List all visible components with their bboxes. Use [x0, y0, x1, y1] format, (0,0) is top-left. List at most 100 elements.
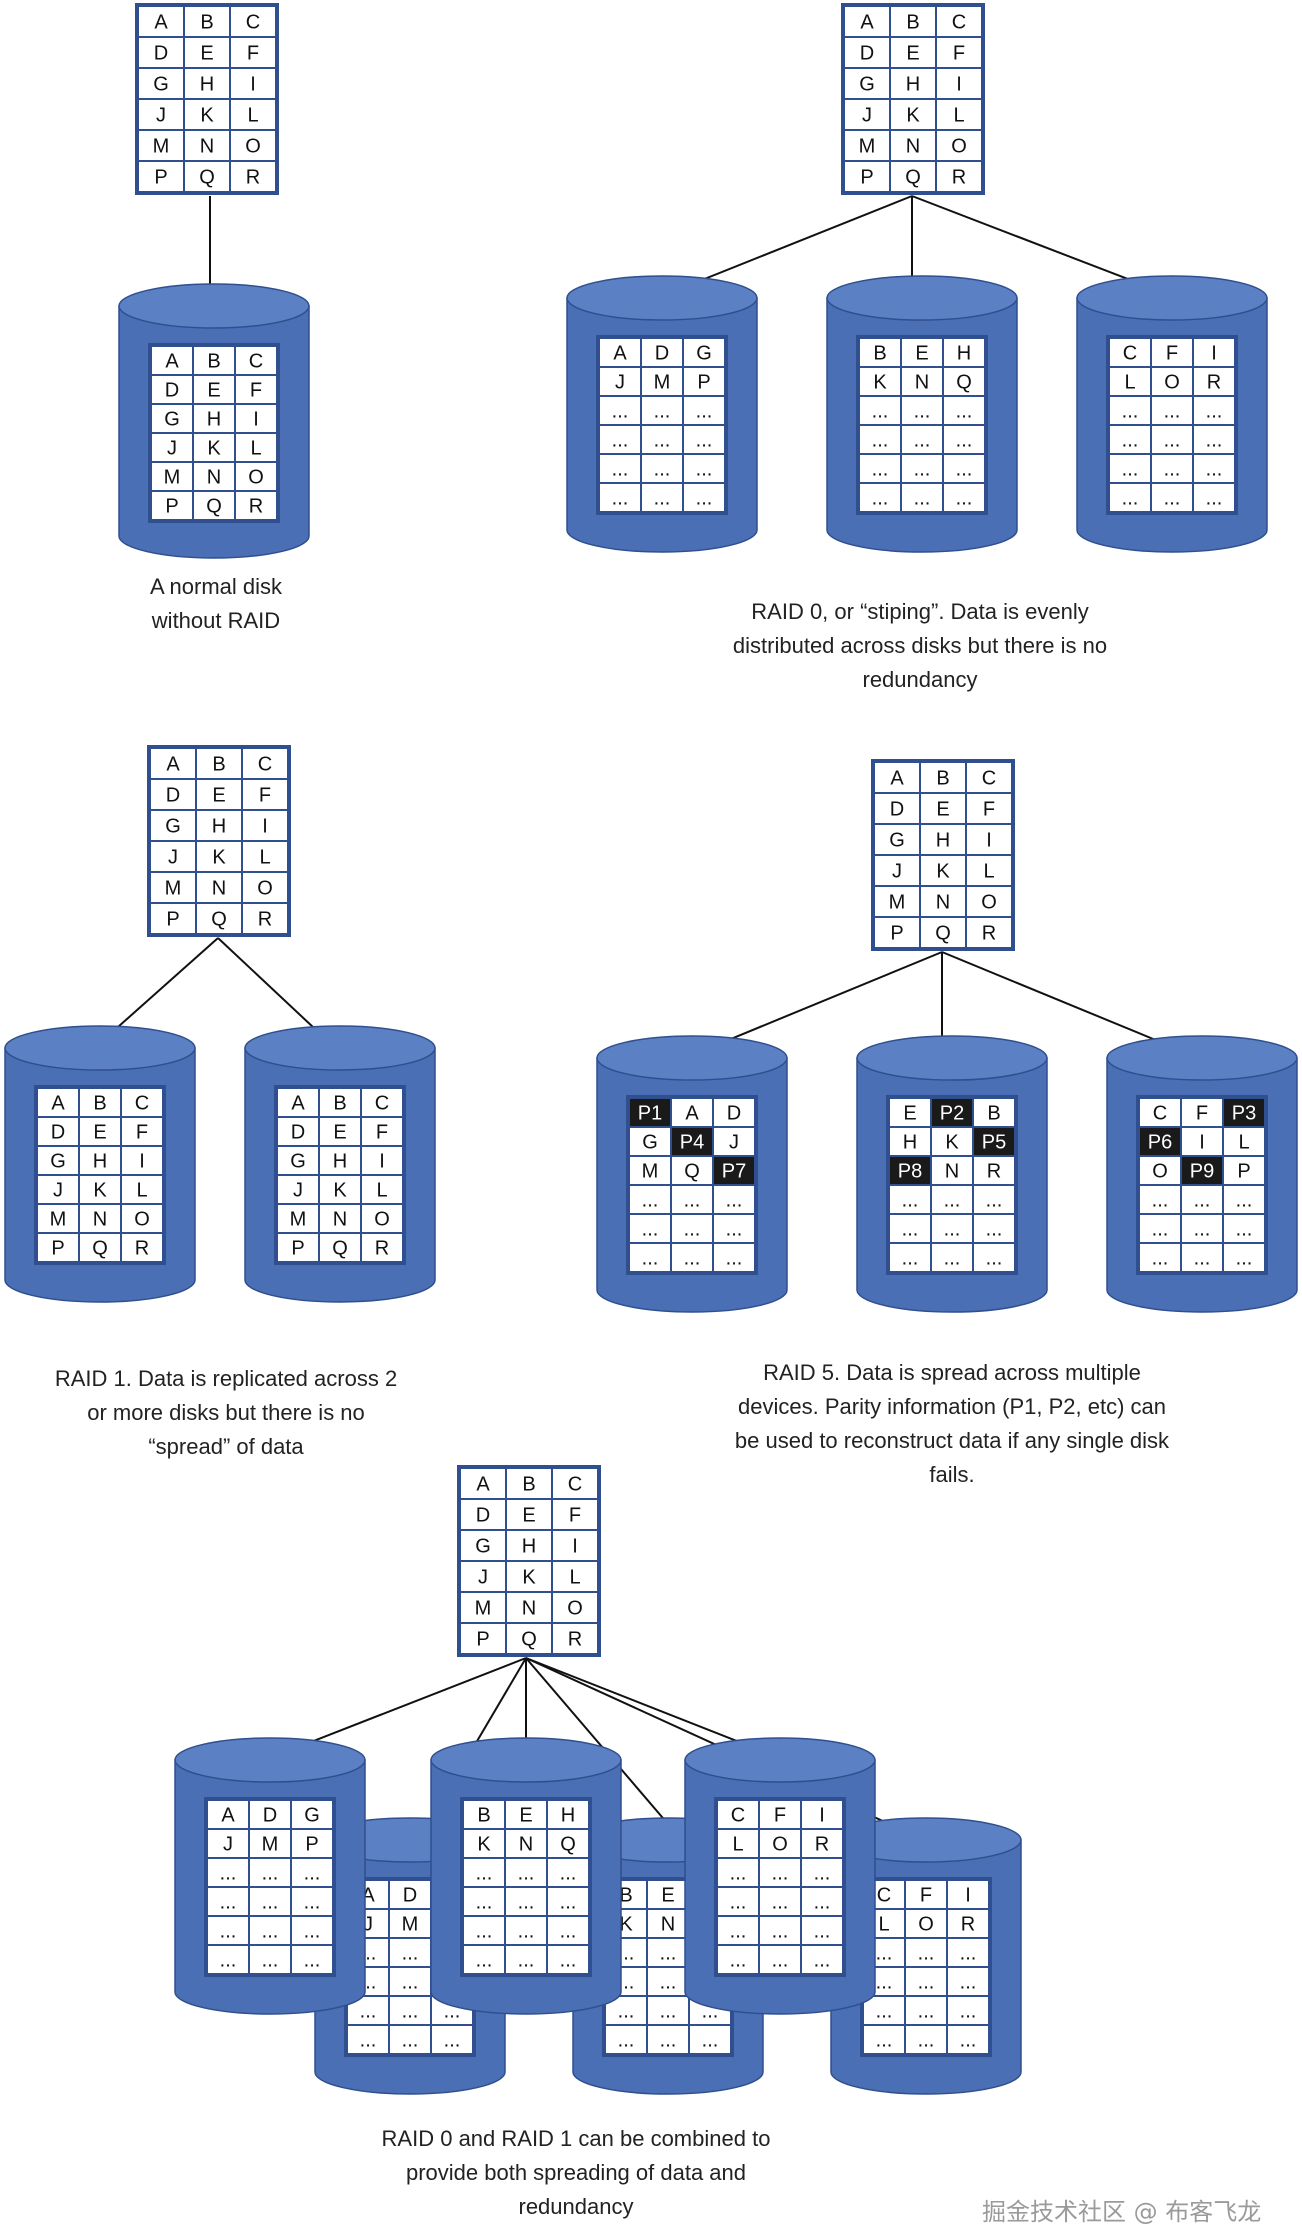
cell-label: D [890, 799, 904, 821]
cell-label: M [262, 1834, 279, 1856]
data-cell [906, 1968, 946, 1995]
cell-label: R [1207, 372, 1221, 394]
data-cell [845, 7, 889, 36]
cell-label: ... [1152, 1219, 1169, 1241]
cell-label: ... [1152, 1248, 1169, 1270]
cell-label: ... [914, 459, 931, 481]
cell-label: I [1211, 343, 1217, 365]
cell-label: ... [914, 430, 931, 452]
data-cell [1194, 455, 1234, 482]
cell-label: ... [444, 2030, 461, 2052]
cell-label: I [250, 74, 256, 96]
data-cell [197, 904, 241, 933]
cell-label: ... [476, 1892, 493, 1914]
cell-label: D [476, 1505, 490, 1527]
cell-label: J [862, 105, 872, 127]
data-cell [1110, 484, 1150, 511]
cell-label: E [915, 343, 928, 365]
cell-label: ... [986, 1248, 1003, 1270]
cell-label: ... [612, 459, 629, 481]
data-cell [320, 1118, 360, 1145]
cell-label: F [983, 799, 995, 821]
cell-label: P [476, 1629, 489, 1651]
cell-label: P [890, 923, 903, 945]
cell-label: ... [902, 1219, 919, 1241]
data-cell [932, 1157, 972, 1184]
cell-label: E [207, 380, 220, 402]
cell-label: N [333, 1209, 347, 1231]
cell-label: P [291, 1238, 304, 1260]
cell-label: R [249, 496, 263, 518]
cell-label: ... [642, 1219, 659, 1241]
data-cell [464, 1830, 504, 1857]
data-cell [139, 162, 183, 191]
cell-label: G [50, 1151, 66, 1173]
cell-label: M [475, 1598, 492, 1620]
data-cell [714, 1244, 754, 1271]
arrow-raid1-1 [99, 937, 219, 1044]
cell-label: B [906, 12, 919, 34]
cell-label: ... [876, 2001, 893, 2023]
data-cell [718, 1917, 758, 1944]
cell-label: ... [1164, 430, 1181, 452]
cell-label: K [333, 1180, 347, 1202]
cell-label: M [889, 892, 906, 914]
data-cell [553, 1593, 597, 1622]
arrow-raid5-3 [941, 951, 1193, 1057]
data-cell [1110, 368, 1150, 395]
cell-label: A [51, 1093, 65, 1115]
data-cell [875, 856, 919, 885]
cell-label: B [522, 1474, 535, 1496]
cell-label: O [918, 1914, 934, 1936]
data-cell [714, 1186, 754, 1213]
data-cell [278, 1205, 318, 1232]
data-cell [937, 69, 981, 98]
cell-label: ... [476, 1921, 493, 1943]
data-cell [860, 484, 900, 511]
data-cell [506, 1917, 546, 1944]
cell-label: ... [612, 488, 629, 510]
data-cell [461, 1562, 505, 1591]
data-cell [243, 811, 287, 840]
cell-label: A [613, 343, 627, 365]
data-cell [890, 1186, 930, 1213]
data-cell [231, 38, 275, 67]
cell-label: C [982, 768, 996, 790]
data-cell [461, 1500, 505, 1529]
data-cell [292, 1830, 332, 1857]
data-cell [506, 1830, 546, 1857]
data-cell [320, 1176, 360, 1203]
cell-label: R [246, 167, 260, 189]
cell-label: O [567, 1598, 583, 1620]
data-cell [948, 1968, 988, 1995]
data-cell [461, 1624, 505, 1653]
cell-label: ... [872, 430, 889, 452]
data-cell [122, 1176, 162, 1203]
data-cell [600, 426, 640, 453]
data-cell [122, 1234, 162, 1261]
cell-label: C [731, 1805, 745, 1827]
data-cell [390, 1997, 430, 2024]
data-cell [292, 1946, 332, 1973]
data-cell [236, 434, 276, 461]
cell-label: C [258, 754, 272, 776]
cell-label: ... [220, 1863, 237, 1885]
cell-label: ... [660, 1943, 677, 1965]
cell-label: ... [262, 1863, 279, 1885]
data-cell [243, 749, 287, 778]
cell-label: D [166, 785, 180, 807]
data-cell [139, 131, 183, 160]
cell-label: G [642, 1132, 658, 1154]
cell-label: P [860, 167, 873, 189]
cell-label: L [732, 1834, 743, 1856]
data-cell [890, 1244, 930, 1271]
cell-label: G [165, 816, 181, 838]
data-cell [937, 100, 981, 129]
cell-label: C [246, 12, 260, 34]
cell-label: P [697, 372, 710, 394]
data-cell [151, 780, 195, 809]
data-cell [464, 1888, 504, 1915]
